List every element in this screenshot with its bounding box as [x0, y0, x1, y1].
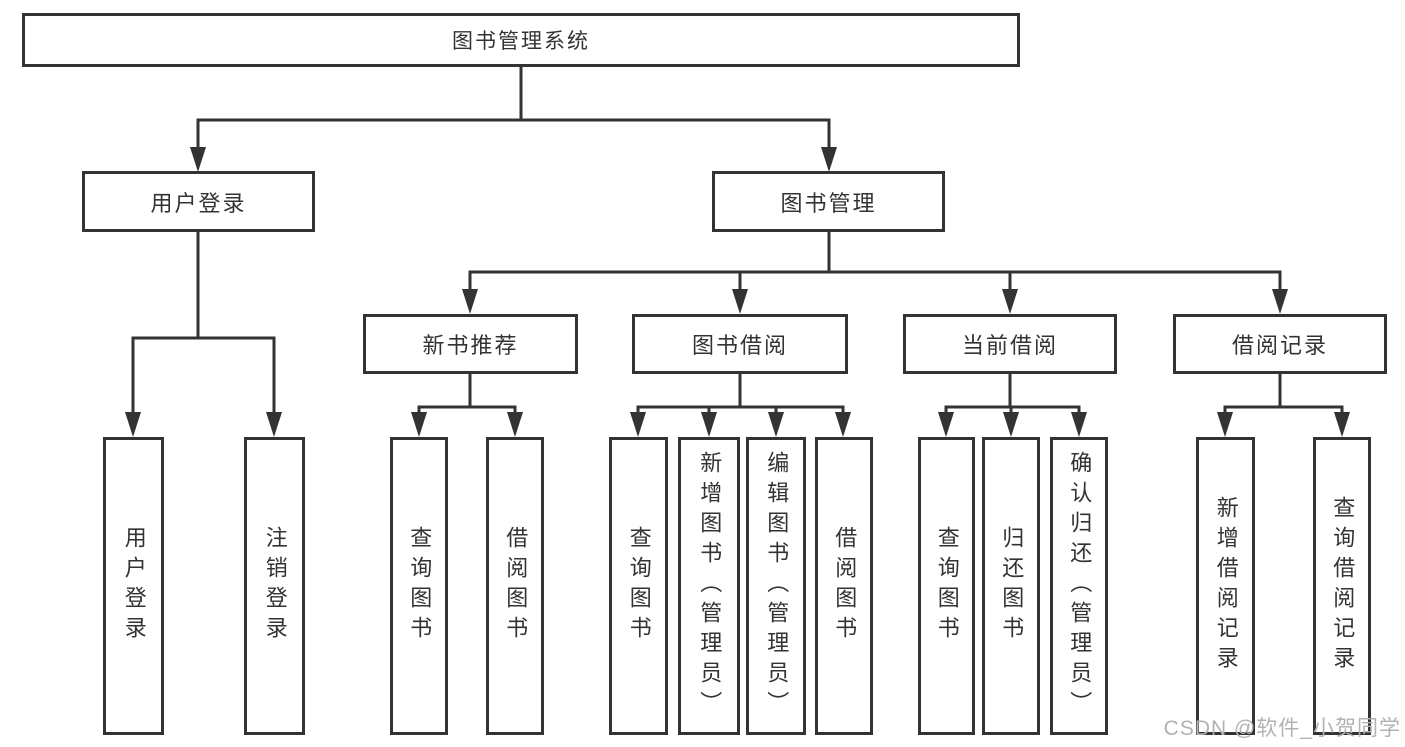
edge-new-book-recommend-to-leaves [411, 372, 523, 437]
leaf-records-query-record: 查询借阅记录 [1313, 437, 1371, 735]
edge-root-to-level2 [190, 66, 837, 172]
node-new-book-recommend: 新书推荐 [363, 314, 578, 374]
node-current-borrowing: 当前借阅 [903, 314, 1117, 374]
leaf-recommend-borrow-books: 借阅图书 [486, 437, 544, 735]
leaf-records-add-record: 新增借阅记录 [1196, 437, 1255, 735]
node-user-login-branch: 用户登录 [82, 171, 315, 232]
edge-borrowing-records-to-leaves [1217, 372, 1350, 437]
leaf-user-login: 用户登录 [103, 437, 164, 735]
leaf-borrowing-query-books: 查询图书 [609, 437, 668, 735]
edge-user-login-to-leaves [125, 230, 282, 437]
leaf-current-confirm-return-admin: 确认归还（管理员） [1050, 437, 1108, 735]
edge-current-borrowing-to-leaves [938, 372, 1087, 437]
node-library-management-system: 图书管理系统 [22, 13, 1020, 67]
csdn-watermark: CSDN @软件_小贺同学 [1163, 717, 1401, 740]
node-book-borrowing: 图书借阅 [632, 314, 848, 374]
node-borrowing-records: 借阅记录 [1173, 314, 1387, 374]
leaf-logout: 注销登录 [244, 437, 305, 735]
node-book-management-branch: 图书管理 [712, 171, 945, 232]
leaf-current-query-books: 查询图书 [918, 437, 975, 735]
edge-book-management-to-level3 [462, 230, 1288, 314]
edge-book-borrowing-to-leaves [630, 372, 851, 437]
leaf-recommend-query-books: 查询图书 [390, 437, 448, 735]
leaf-borrowing-edit-books-admin: 编辑图书（管理员） [746, 437, 806, 735]
leaf-current-return-books: 归还图书 [982, 437, 1040, 735]
leaf-borrowing-borrow-books: 借阅图书 [815, 437, 873, 735]
leaf-borrowing-add-books-admin: 新增图书（管理员） [678, 437, 740, 735]
